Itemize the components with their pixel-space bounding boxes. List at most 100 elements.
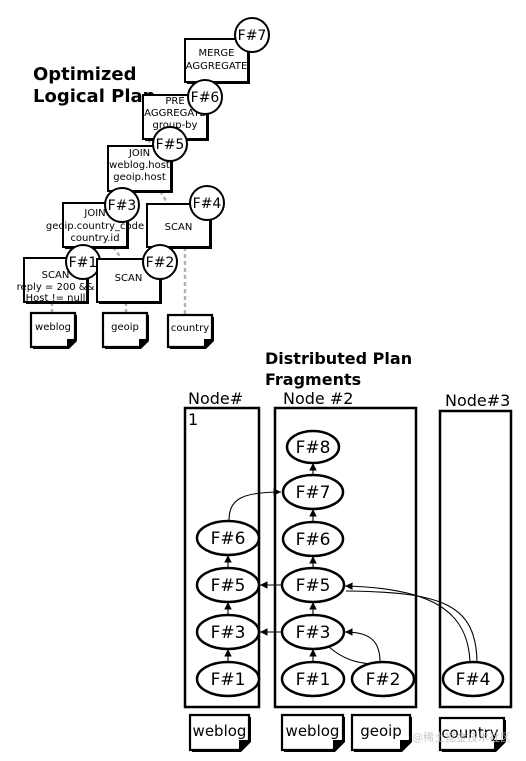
operator-line: PRE [165, 96, 184, 107]
source-document-node2-geoip: geoip [350, 713, 412, 752]
fragment-badge [189, 185, 225, 221]
operator-line: AGGREGATE [186, 61, 248, 72]
document-fold [333, 740, 343, 750]
fragment-node-label: F#4 [456, 670, 491, 690]
document-label: geoip [111, 322, 139, 333]
document-label: country [441, 724, 498, 742]
operator-line: MERGE [199, 48, 235, 59]
fragment-badge [152, 126, 188, 162]
fragment-badge [234, 17, 270, 53]
operator-scan-geoip: SCAN F#2 [96, 244, 178, 304]
node-1-fragments: F#6 F#5 F#3 F#1 [195, 519, 261, 698]
node-2-label: Node #2 [283, 389, 353, 408]
node-1-label-wrap: 1 [188, 410, 198, 429]
operator-join-country: JOIN geoip.country_code country.id F#3 [46, 187, 144, 249]
logical-plan: Optimized Logical Plan MERGE AGGREGATE F… [17, 17, 270, 349]
watermark: @稀土掘金技术社区 [412, 730, 511, 744]
fragment-badge [142, 244, 178, 280]
operator-merge-aggregate: MERGE AGGREGATE F#7 [184, 17, 270, 84]
edge-join-host-to-scan-country [158, 190, 170, 205]
node-3-label: Node#3 [445, 391, 510, 410]
node-2-column [273, 406, 418, 709]
source-document-node2-weblog: weblog [280, 713, 345, 752]
operator-line: geoip.country_code [46, 221, 144, 232]
document-fold [494, 740, 504, 750]
fragment-node [195, 660, 261, 698]
operator-scan-country: SCAN F#4 [146, 185, 225, 249]
node-3-fragments: F#4 [441, 660, 505, 698]
edge-f2-to-node2-f3 [344, 628, 381, 663]
operator-line: group-by [153, 120, 198, 131]
fragment-node [280, 660, 346, 698]
document-label: weblog [193, 722, 247, 740]
edge-node1-f6-to-node2-f7 [228, 488, 282, 522]
operator-line: reply = 200 && [17, 282, 95, 293]
source-document-node1-weblog: weblog [188, 713, 251, 752]
operator-line: geoip.host [113, 172, 166, 183]
operator-line: SCAN [165, 222, 193, 233]
fragment-badge-label: F#2 [146, 255, 175, 271]
edge-f4-to-node2-f5-link [345, 590, 478, 663]
fragment-badge-label: F#7 [238, 28, 267, 44]
fragment-node-label: F#1 [296, 670, 331, 690]
fragment-node [281, 473, 345, 511]
logical-plan-title-line2: Logical Plan [33, 86, 155, 107]
node-1-label: Node# [188, 389, 243, 408]
source-document-country: country [166, 313, 214, 349]
source-document-node3-country: country [438, 716, 506, 752]
document-fold [239, 740, 249, 750]
document-label: weblog [286, 722, 340, 740]
fragment-node [285, 429, 341, 465]
fragment-node [350, 660, 416, 698]
document-fold [67, 339, 75, 347]
fragment-badge-label: F#1 [69, 255, 98, 271]
fragment-node-label: F#5 [296, 576, 331, 596]
distributed-plan-title-line2: Fragments [265, 370, 361, 389]
document-fold [139, 339, 147, 347]
fragment-node-label: F#5 [211, 576, 246, 596]
operator-line: weblog.host [109, 160, 170, 171]
logical-plan-title-line1: Optimized [33, 64, 136, 85]
fragment-node-label: F#6 [296, 530, 331, 550]
fragment-badge-label: F#4 [193, 196, 222, 212]
document-label: country [171, 323, 209, 334]
fragment-badge [187, 79, 223, 115]
fragment-node-label: F#6 [211, 529, 246, 549]
distributed-sources: weblog weblog geoip country [188, 713, 506, 752]
fragment-node-label: F#8 [296, 438, 331, 458]
fragment-node [195, 613, 261, 651]
document-fold [400, 740, 410, 750]
source-document-geoip: geoip [101, 311, 149, 349]
fragment-node-label: F#7 [296, 483, 331, 503]
operator-join-host: JOIN weblog.host geoip.host F#5 [107, 126, 188, 193]
operator-line: AGGREGATE [144, 108, 206, 119]
fragment-node [195, 566, 261, 604]
edge-node2-f3-f2-link [328, 646, 373, 665]
fragment-node-label: F#1 [211, 670, 246, 690]
edge-f4-to-node2-f5 [344, 582, 471, 663]
operator-line: Host != null [26, 293, 86, 304]
fragment-badge-label: F#5 [156, 137, 185, 153]
operator-scan-weblog: SCAN reply = 200 && Host != null F#1 [17, 244, 101, 304]
document-fold [204, 339, 212, 347]
operator-line: SCAN [42, 270, 70, 281]
document-label: weblog [35, 322, 71, 333]
operator-pre-aggregate: PRE AGGREGATE group-by F#6 [142, 79, 223, 141]
fragment-badge [104, 187, 140, 223]
operator-line: SCAN [115, 273, 143, 284]
source-document-weblog: weblog [29, 311, 77, 349]
node-3-column [438, 409, 513, 709]
operator-line: JOIN [83, 208, 105, 219]
distributed-plan-title-line1: Distributed Plan [265, 349, 412, 368]
distributed-plan: Distributed Plan Fragments Node# 1 Node … [183, 349, 513, 752]
fragment-node [195, 519, 261, 557]
operator-line: JOIN [128, 148, 150, 159]
fragment-node [441, 660, 505, 698]
fragment-node-label: F#3 [211, 623, 246, 643]
fragment-node-label: F#2 [366, 670, 401, 690]
logical-sources: weblog geoip country [29, 311, 214, 349]
fragment-badge-label: F#3 [108, 198, 137, 214]
document-label: geoip [360, 722, 402, 740]
node-1-column [183, 406, 261, 709]
fragment-node [280, 613, 346, 651]
